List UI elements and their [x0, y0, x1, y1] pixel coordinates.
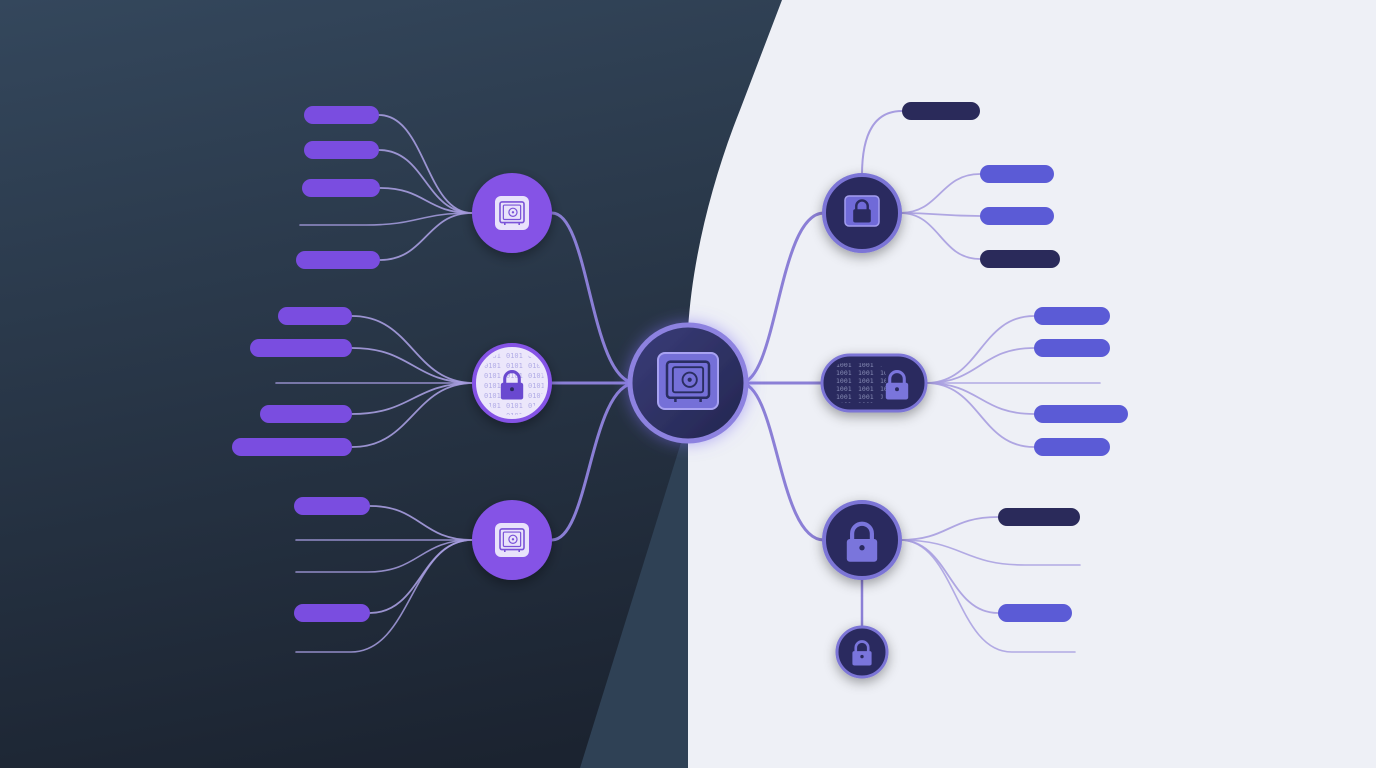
leaf-pill: [1034, 307, 1110, 325]
leaf-connector: [369, 505, 473, 541]
lock-icon: [853, 199, 871, 223]
leaf-pill: [980, 250, 1060, 268]
leaf-pill: [998, 604, 1072, 622]
leaf-pill: [1034, 339, 1110, 357]
node-right-3: [822, 500, 902, 580]
node-left-1: [472, 173, 552, 253]
leaf-connector: [899, 173, 981, 214]
leaf-line: [299, 212, 473, 226]
leaf-pill: [296, 251, 380, 269]
leaf-connector: [925, 347, 1035, 384]
leaf-layer: [232, 102, 1128, 622]
leaf-pill: [902, 102, 980, 120]
leaf-pill: [232, 438, 352, 456]
lock-icon: [885, 370, 909, 400]
leaf-pill: [294, 604, 370, 622]
node-layer: [472, 173, 928, 679]
leaf-connector: [351, 382, 475, 415]
safe-icon: [499, 528, 525, 552]
leaf-connector: [378, 149, 473, 214]
leaf-connector: [351, 382, 475, 448]
leaf-connector: [351, 347, 475, 384]
leaf-connector: [925, 315, 1035, 384]
hub-connector-right-1: [738, 211, 826, 385]
leaf-pill: [980, 165, 1054, 183]
leaf-pill: [1034, 438, 1110, 456]
node-right-3-child: [835, 625, 889, 679]
node-left-2: [472, 343, 552, 423]
leaf-pill: [980, 207, 1054, 225]
node-right-2: [820, 353, 928, 413]
leaf-line: [899, 539, 1076, 653]
lock-icon: [500, 370, 524, 400]
leaf-pill: [260, 405, 352, 423]
leaf-line: [295, 539, 473, 573]
hub-connector-left-1: [550, 211, 638, 385]
leaf-connector: [899, 212, 981, 217]
leaf-line: [295, 539, 473, 653]
hub-node: [627, 322, 749, 444]
hub-connector-right-3: [738, 381, 826, 542]
leaf-connector: [899, 212, 981, 260]
leaf-pill: [250, 339, 352, 357]
leaf-connector: [925, 382, 1035, 448]
node-left-3: [472, 500, 552, 580]
leaf-connector: [379, 212, 473, 261]
lock-icon: [852, 640, 872, 666]
background-mid-panel: [580, 420, 688, 768]
leaf-pill: [304, 106, 379, 124]
leaf-connector: [899, 516, 999, 541]
lock-icon: [846, 521, 878, 562]
safe-icon: [665, 360, 711, 402]
leaf-pill: [998, 508, 1080, 526]
leaf-pill: [304, 141, 379, 159]
hub-connector-left-3: [550, 381, 638, 542]
leaf-connector: [351, 315, 475, 384]
leaf-connector: [925, 382, 1035, 415]
leaf-connector: [861, 110, 903, 176]
leaf-pill: [302, 179, 380, 197]
safe-icon: [499, 201, 525, 225]
leaf-pill: [278, 307, 352, 325]
leaf-connector: [379, 187, 473, 214]
connector-layer: [275, 110, 1101, 653]
leaf-pill: [294, 497, 370, 515]
leaf-line: [899, 539, 1081, 566]
leaf-pill: [1034, 405, 1128, 423]
leaf-connector: [378, 114, 473, 214]
node-right-1: [822, 173, 902, 253]
